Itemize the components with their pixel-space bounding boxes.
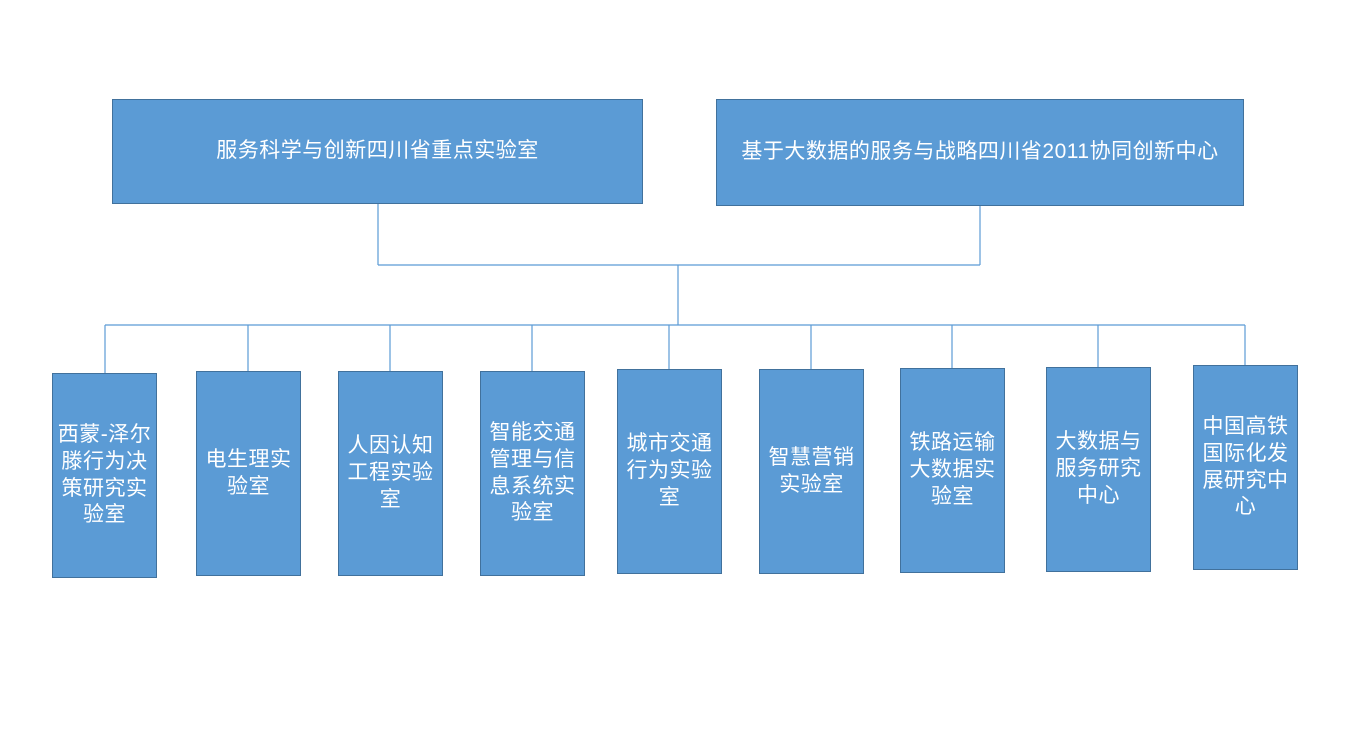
node-label: 城市交通行为实验室 (626, 432, 713, 509)
node-urban-traffic-behavior-lab[interactable]: 城市交通行为实验室 (617, 369, 722, 574)
node-label: 中国高铁国际化发展研究中心 (1202, 414, 1289, 519)
node-label: 基于大数据的服务与战略四川省2011协同创新中心 (741, 140, 1219, 164)
node-railway-transport-big-data-lab[interactable]: 铁路运输大数据实验室 (900, 368, 1005, 573)
node-label: 大数据与服务研究中心 (1055, 430, 1142, 507)
node-label: 智能交通管理与信息系统实验室 (489, 420, 576, 525)
node-label: 西蒙-泽尔滕行为决策研究实验室 (57, 422, 152, 527)
node-label: 服务科学与创新四川省重点实验室 (216, 139, 539, 163)
node-label: 铁路运输大数据实验室 (909, 431, 996, 508)
node-intelligent-transport-management-information-systems-lab[interactable]: 智能交通管理与信息系统实验室 (480, 371, 585, 576)
node-label: 智慧营销实验室 (768, 445, 855, 496)
node-label: 电生理实验室 (205, 447, 292, 498)
node-provincial-key-lab[interactable]: 服务科学与创新四川省重点实验室 (112, 99, 643, 204)
node-big-data-service-research-center[interactable]: 大数据与服务研究中心 (1046, 367, 1151, 572)
node-simon-selten-lab[interactable]: 西蒙-泽尔滕行为决策研究实验室 (52, 373, 157, 578)
node-electrophysiology-lab[interactable]: 电生理实验室 (196, 371, 301, 576)
node-china-hsr-internationalization-research-center[interactable]: 中国高铁国际化发展研究中心 (1193, 365, 1298, 570)
node-human-factors-cognitive-engineering-lab[interactable]: 人因认知工程实验室 (338, 371, 443, 576)
node-2011-collaborative-innovation-center[interactable]: 基于大数据的服务与战略四川省2011协同创新中心 (716, 99, 1244, 206)
node-smart-marketing-lab[interactable]: 智慧营销实验室 (759, 369, 864, 574)
node-label: 人因认知工程实验室 (347, 434, 434, 511)
